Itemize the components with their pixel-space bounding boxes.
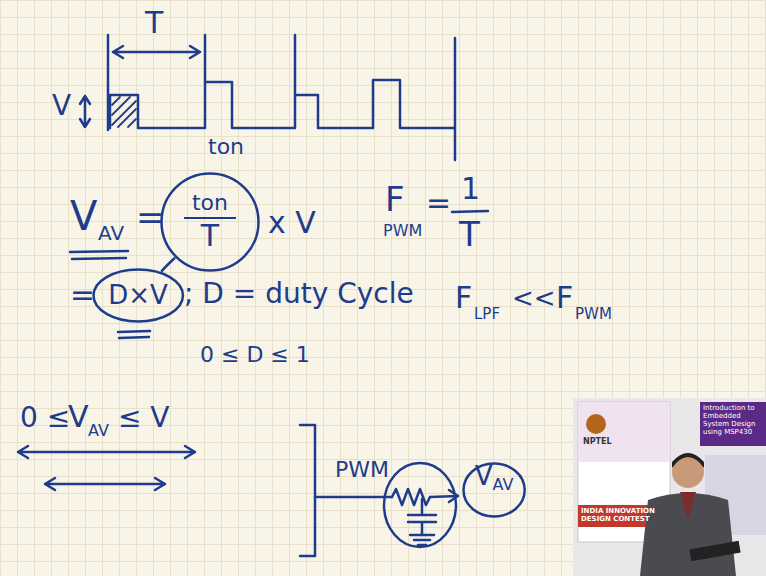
equals-sign: = bbox=[136, 198, 165, 237]
equals-sign: = bbox=[70, 278, 95, 313]
logo-text: NPTEL bbox=[583, 437, 612, 446]
equation-symbol: F bbox=[556, 281, 573, 316]
numerator: 1 bbox=[461, 172, 480, 207]
node-text: D×V bbox=[108, 281, 168, 311]
hatch bbox=[112, 97, 136, 127]
pwm-waveform bbox=[108, 35, 455, 160]
circled-term: D×V bbox=[92, 268, 184, 323]
amplitude-label: V bbox=[52, 90, 71, 122]
subscript: AV bbox=[88, 422, 109, 440]
filter-circle bbox=[384, 463, 456, 547]
subscript: AV bbox=[98, 222, 124, 245]
period-arrow bbox=[113, 46, 200, 58]
comparison-sign: << bbox=[512, 284, 556, 314]
circled-fraction: tonT bbox=[160, 172, 260, 272]
signal-name: PWM bbox=[335, 457, 389, 482]
resistor-symbol bbox=[392, 489, 430, 505]
ground-symbol bbox=[410, 535, 434, 545]
node-text: V bbox=[475, 462, 493, 492]
equation-symbol: V bbox=[70, 193, 97, 239]
equation-term: x V bbox=[268, 206, 316, 241]
connector-line bbox=[161, 258, 175, 272]
period-label: T bbox=[145, 6, 163, 41]
subscript: PWM bbox=[575, 306, 612, 323]
fraction-bar bbox=[452, 211, 488, 212]
underline bbox=[118, 331, 150, 338]
subscript: PWM bbox=[383, 222, 422, 240]
on-time-label: ton bbox=[208, 134, 244, 159]
equals-sign: = bbox=[426, 186, 451, 221]
range-note: 0 ≤ D ≤ 1 bbox=[200, 342, 310, 367]
video-inset bbox=[573, 398, 766, 576]
underline bbox=[70, 251, 128, 259]
banner-text: INDIA INNOVATION DESIGN CONTEST bbox=[581, 507, 667, 523]
amplitude-arrow bbox=[80, 96, 90, 127]
range-arrow bbox=[45, 478, 165, 490]
range-note: ≤ V bbox=[118, 402, 170, 434]
connector-line bbox=[161, 258, 175, 272]
definition-note: ; D = duty Cycle bbox=[184, 278, 414, 310]
subscript: LPF bbox=[474, 306, 500, 323]
node-text: T bbox=[201, 219, 219, 254]
equation-symbol: F bbox=[455, 281, 472, 316]
range-note: 0 ≤ bbox=[20, 402, 70, 434]
equation-symbol: F bbox=[385, 180, 405, 219]
range-arrow bbox=[18, 446, 195, 458]
node-text: ton bbox=[184, 190, 236, 219]
course-title: Introduction to Embedded System Design u… bbox=[703, 404, 763, 436]
circle-outline bbox=[463, 464, 524, 517]
denominator: T bbox=[459, 215, 480, 254]
equation-symbol: V bbox=[68, 400, 89, 435]
output-circle: VAV bbox=[462, 462, 526, 518]
capacitor-symbol bbox=[408, 499, 436, 535]
circle-outline bbox=[162, 174, 259, 271]
circle-outline bbox=[93, 270, 182, 322]
bracket bbox=[300, 425, 315, 556]
node-text: AV bbox=[492, 476, 513, 494]
wire bbox=[315, 496, 392, 499]
